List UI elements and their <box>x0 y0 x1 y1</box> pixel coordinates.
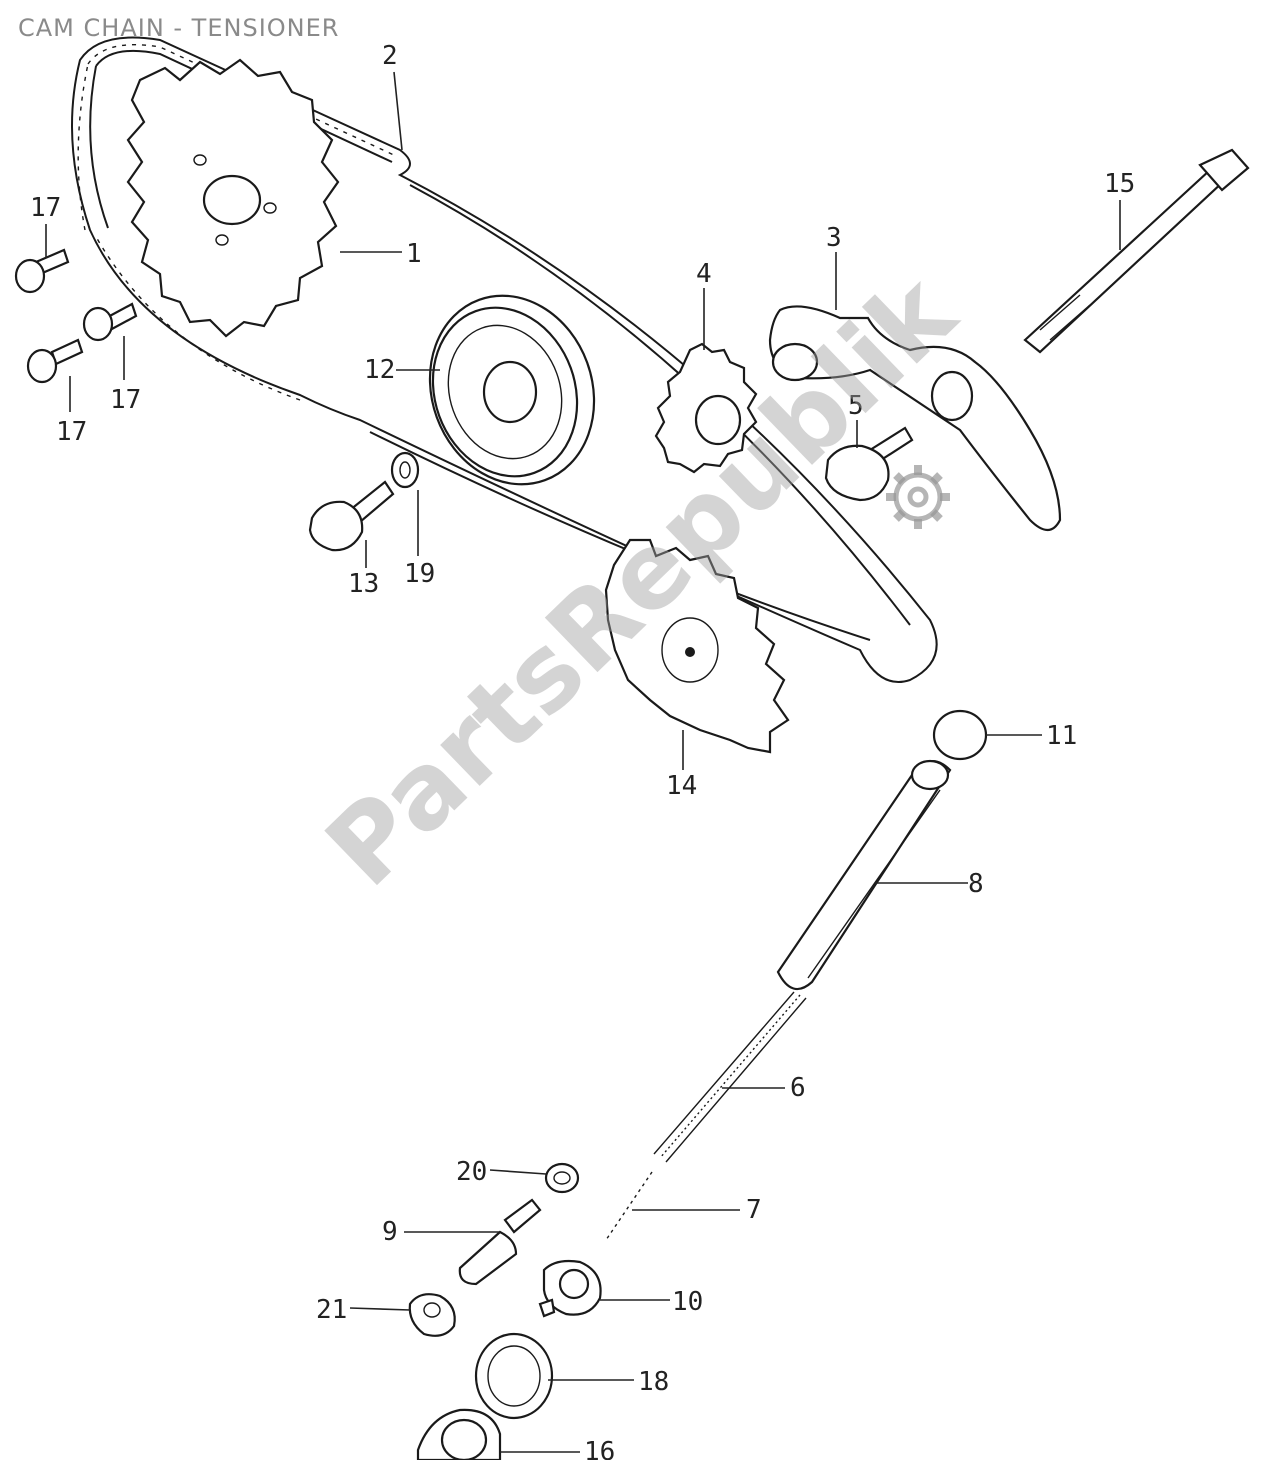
callout-7: 7 <box>746 1195 762 1225</box>
callout-6: 6 <box>790 1073 806 1103</box>
lock-nut <box>408 1293 456 1337</box>
push-rod-cap <box>932 709 988 761</box>
callout-9: 9 <box>382 1217 398 1247</box>
cam-chain <box>71 36 938 683</box>
callout-20: 20 <box>456 1157 487 1187</box>
tensioner-plug <box>538 1259 602 1318</box>
tensioner-sprocket <box>654 342 758 474</box>
callout-19: 19 <box>404 559 435 589</box>
cam-sprocket <box>126 58 340 338</box>
callout-12: 12 <box>364 355 395 385</box>
gear-icon <box>886 465 950 529</box>
inner-spring <box>605 1171 653 1241</box>
adjusting-bolt <box>458 1198 542 1286</box>
callout-16: 16 <box>584 1437 615 1460</box>
callout-10: 10 <box>672 1287 703 1317</box>
callout-5: 5 <box>848 391 864 421</box>
tensioner-spring <box>653 991 807 1163</box>
washer <box>390 451 420 489</box>
page-title: CAM CHAIN - TENSIONER <box>18 14 340 42</box>
callout-17a: 17 <box>30 193 61 223</box>
sprocket-bolt <box>308 480 395 552</box>
callout-4: 4 <box>696 259 712 289</box>
callout-13: 13 <box>348 569 379 599</box>
drive-sprocket <box>604 538 790 754</box>
callout-17b: 17 <box>110 385 141 415</box>
callout-18: 18 <box>638 1367 669 1397</box>
sealing-washer <box>544 1162 580 1194</box>
tensioner-shaft <box>1023 148 1250 354</box>
push-rod <box>776 759 952 991</box>
sealing-bolt <box>416 1408 502 1460</box>
pivot-bolt <box>824 426 914 502</box>
callout-15: 15 <box>1104 169 1135 199</box>
leader-lines <box>45 71 1121 1453</box>
callout-14: 14 <box>666 771 697 801</box>
callout-21: 21 <box>316 1295 347 1325</box>
screw <box>82 302 138 342</box>
callout-8: 8 <box>968 869 984 899</box>
callout-11: 11 <box>1046 721 1077 751</box>
screw <box>26 338 84 384</box>
callout-2: 2 <box>382 41 398 71</box>
o-ring <box>474 1332 554 1420</box>
callout-3: 3 <box>826 223 842 253</box>
screw <box>14 248 70 294</box>
tensioner-arm <box>768 305 1062 532</box>
callout-17c: 17 <box>56 417 87 447</box>
tensioner-roller <box>428 294 596 486</box>
callout-1: 1 <box>406 239 422 269</box>
